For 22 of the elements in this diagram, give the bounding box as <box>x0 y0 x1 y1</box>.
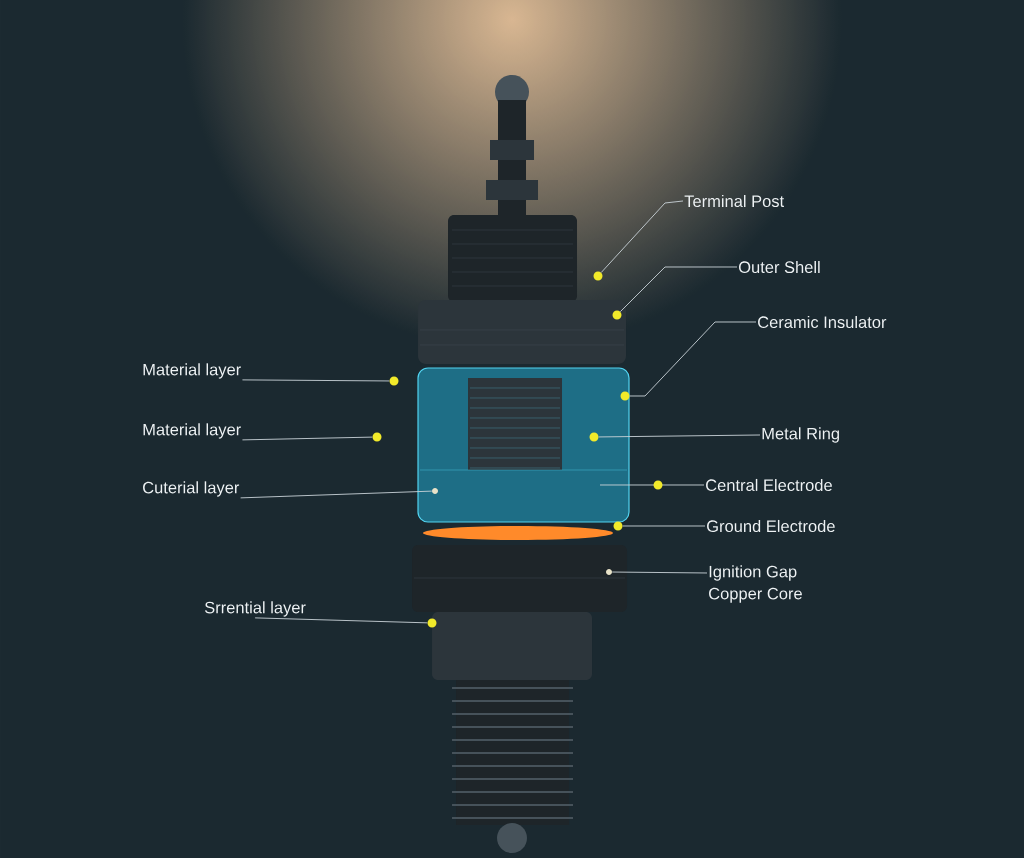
leader-line <box>254 617 428 624</box>
leader-line <box>598 434 761 438</box>
callout-label: Material layer <box>143 423 241 439</box>
leader-line <box>611 571 708 574</box>
callout-label: Srrential layer <box>204 601 306 617</box>
callout-label: Material layer <box>143 363 241 379</box>
callout-label: Ignition Gap Copper Core <box>709 565 802 603</box>
leader-line <box>599 480 705 490</box>
leader-line <box>619 266 738 313</box>
leader-line <box>622 525 706 527</box>
leader-line <box>600 200 684 273</box>
leader-line <box>242 436 373 441</box>
callout-label: Cuterial layer <box>143 481 240 497</box>
callout-label: Metal Ring <box>762 427 839 443</box>
callout-label: Terminal Post <box>684 194 784 208</box>
callout-label: Ceramic Insulator <box>758 315 887 329</box>
callout-label: Central Electrode <box>706 478 832 492</box>
leader-line <box>629 321 757 397</box>
callout-label: Outer Shell <box>739 260 820 274</box>
leader-line <box>242 379 390 382</box>
leader-line <box>240 490 433 499</box>
callout-label: Ground Electrode <box>707 519 835 533</box>
